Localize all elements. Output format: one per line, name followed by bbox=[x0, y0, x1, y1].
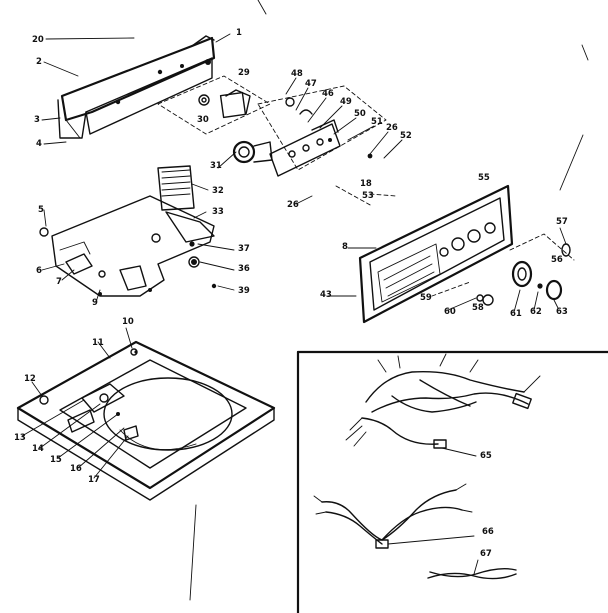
callout-c55: 55 bbox=[478, 173, 490, 183]
mounting-plate bbox=[39, 195, 217, 297]
callout-c1: 1 bbox=[236, 28, 242, 38]
timer-assembly bbox=[157, 75, 271, 135]
callout-c4: 4 bbox=[36, 139, 42, 149]
callout-c56: 56 bbox=[551, 255, 563, 265]
callout-c53: 53 bbox=[362, 191, 374, 201]
callout-c2: 2 bbox=[36, 57, 42, 67]
callout-c48: 48 bbox=[291, 69, 303, 79]
leader-lines bbox=[21, 33, 567, 479]
callout-c32: 32 bbox=[212, 186, 224, 196]
callout-c51: 51 bbox=[371, 117, 383, 127]
jumper-wire bbox=[427, 559, 517, 580]
secondary-wire-harness bbox=[313, 483, 475, 549]
callout-c26a: 26 bbox=[386, 123, 398, 133]
console-housing bbox=[57, 35, 216, 139]
callout-c3: 3 bbox=[34, 115, 40, 125]
callout-c60: 60 bbox=[444, 307, 456, 317]
callout-c63: 63 bbox=[556, 307, 568, 317]
callout-c52: 52 bbox=[400, 131, 412, 141]
callout-c61: 61 bbox=[510, 309, 522, 319]
harness-inset bbox=[296, 350, 608, 613]
callout-c17: 17 bbox=[88, 475, 100, 485]
callout-c58: 58 bbox=[472, 303, 484, 313]
callout-c15: 15 bbox=[50, 455, 62, 465]
top-cover bbox=[16, 340, 276, 501]
callout-c47: 47 bbox=[305, 79, 317, 89]
callout-c46: 46 bbox=[322, 89, 334, 99]
part-number-labels: 2012342930484746495051265231185332552633… bbox=[14, 28, 568, 559]
callout-c49: 49 bbox=[340, 97, 352, 107]
callout-c31: 31 bbox=[210, 161, 222, 171]
callout-c16: 16 bbox=[70, 464, 82, 474]
callout-c20: 20 bbox=[32, 35, 44, 45]
callout-c39: 39 bbox=[238, 286, 250, 296]
control-panel bbox=[358, 184, 514, 324]
main-wire-harness bbox=[345, 353, 541, 457]
callout-c65: 65 bbox=[480, 451, 492, 461]
callout-c18: 18 bbox=[360, 179, 372, 189]
callout-c59: 59 bbox=[420, 293, 432, 303]
callout-c67: 67 bbox=[480, 549, 492, 559]
callout-c10: 10 bbox=[122, 317, 134, 327]
callout-c8: 8 bbox=[342, 242, 348, 252]
callout-c62: 62 bbox=[530, 307, 542, 317]
callout-c33: 33 bbox=[212, 207, 224, 217]
callout-c30: 30 bbox=[197, 115, 209, 125]
switch-bracket bbox=[257, 85, 387, 177]
callout-c6: 6 bbox=[36, 266, 42, 276]
callout-c26b: 26 bbox=[287, 200, 299, 210]
callout-c11: 11 bbox=[92, 338, 104, 348]
callout-c7: 7 bbox=[56, 277, 62, 287]
rotary-switch bbox=[232, 140, 273, 164]
scan-edge-lines bbox=[189, 0, 589, 601]
callout-c50: 50 bbox=[354, 109, 366, 119]
callout-c12: 12 bbox=[24, 374, 36, 384]
callout-c36: 36 bbox=[238, 264, 250, 274]
callout-c13: 13 bbox=[14, 433, 26, 443]
callout-c9: 9 bbox=[92, 298, 98, 308]
callout-c57: 57 bbox=[556, 217, 568, 227]
callout-c29: 29 bbox=[238, 68, 250, 78]
wire-connector bbox=[157, 165, 195, 211]
callout-c5: 5 bbox=[38, 205, 44, 215]
callout-c66: 66 bbox=[482, 527, 494, 537]
callout-c43: 43 bbox=[320, 290, 332, 300]
knobs bbox=[476, 233, 575, 306]
callout-c14: 14 bbox=[32, 444, 44, 454]
callout-c37: 37 bbox=[238, 244, 250, 254]
